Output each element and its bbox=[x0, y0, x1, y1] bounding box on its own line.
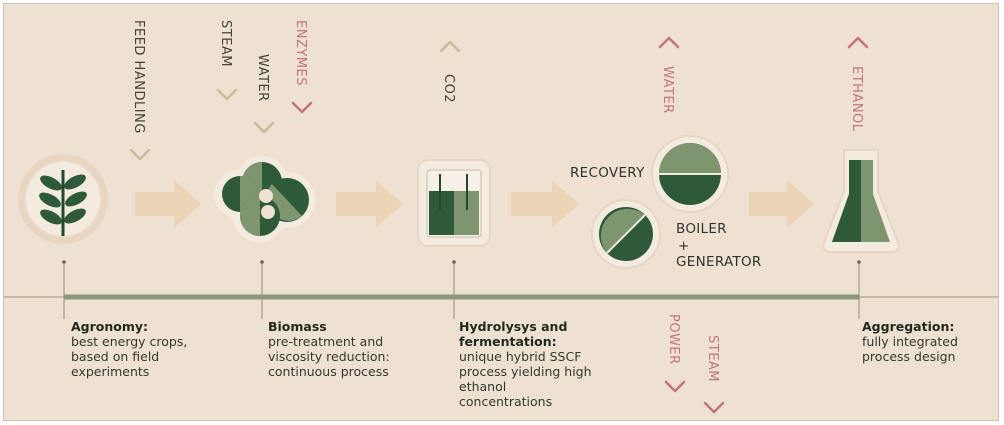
stage-title: Biomass bbox=[268, 319, 327, 334]
recovery-label: RECOVERY bbox=[570, 165, 645, 181]
chevrons bbox=[129, 36, 869, 414]
stage-biomass: Biomass pre-treatment and viscosity redu… bbox=[268, 319, 443, 379]
stage-line: viscosity reduction: bbox=[268, 349, 390, 364]
flow-arrow-4 bbox=[749, 180, 814, 228]
stage-line: unique hybrid SSCF bbox=[459, 349, 582, 364]
plus-label: + bbox=[678, 238, 690, 254]
chevron-up-icon bbox=[439, 40, 461, 53]
fermentation-tank-icon bbox=[417, 159, 491, 247]
chevron-down-icon bbox=[129, 148, 151, 161]
water-label: WATER bbox=[255, 54, 270, 102]
stage-line: best energy crops, bbox=[71, 334, 188, 349]
ethanol-label: ETHANOL bbox=[849, 66, 864, 132]
stage-title: Aggregation: bbox=[862, 319, 955, 334]
stage-line: fully integrated bbox=[862, 334, 958, 349]
process-diagram: FEED HANDLING STEAM WATER ENZYMES CO2 WA… bbox=[3, 3, 999, 421]
flow-arrow-1 bbox=[135, 180, 201, 228]
water-recovery-label: WATER bbox=[660, 66, 675, 114]
power-label: POWER bbox=[666, 314, 681, 365]
stage-title: fermentation: bbox=[459, 334, 557, 349]
co2-label: CO2 bbox=[441, 74, 456, 103]
stage-line: process design bbox=[862, 349, 956, 364]
timeline-connectors bbox=[63, 262, 860, 319]
stage-line: ethanol bbox=[459, 379, 507, 394]
stage-title: Agronomy: bbox=[71, 319, 149, 334]
stage-agronomy: Agronomy: best energy crops, based on fi… bbox=[71, 319, 241, 379]
steam-out-label: STEAM bbox=[705, 335, 720, 382]
chevron-up-icon bbox=[658, 36, 680, 49]
chevron-down-icon bbox=[291, 101, 313, 114]
flow-arrow-3 bbox=[511, 180, 579, 228]
stage-line: pre-treatment and bbox=[268, 334, 384, 349]
stage-hydrolysis: Hydrolysys and fermentation: unique hybr… bbox=[459, 319, 639, 409]
stage-title: Hydrolysys and bbox=[459, 319, 568, 334]
feed-handling-label: FEED HANDLING bbox=[131, 20, 146, 134]
enzymes-label: ENZYMES bbox=[293, 20, 308, 86]
stage-line: concentrations bbox=[459, 394, 553, 409]
boiler-label: BOILER bbox=[676, 221, 727, 237]
chevron-down-icon bbox=[703, 401, 725, 414]
boiler-generator-icon bbox=[591, 199, 661, 269]
stage-line: continuous process bbox=[268, 364, 389, 379]
generator-label: GENERATOR bbox=[676, 254, 762, 270]
stage-line: experiments bbox=[71, 364, 150, 379]
biomass-cells-icon bbox=[214, 156, 315, 242]
chevron-down-icon bbox=[216, 88, 238, 101]
chevron-up-icon bbox=[847, 36, 869, 49]
recovery-icon bbox=[651, 135, 729, 213]
stage-line: based on field bbox=[71, 349, 160, 364]
chevron-down-icon bbox=[664, 380, 686, 393]
chevron-down-icon bbox=[253, 121, 275, 134]
flow-arrows bbox=[135, 180, 814, 228]
stage-line: process yielding high bbox=[459, 364, 592, 379]
plant-icon bbox=[18, 154, 108, 244]
stage-aggregation: Aggregation: fully integrated process de… bbox=[862, 319, 992, 364]
flow-arrow-2 bbox=[336, 180, 403, 228]
timeline-dots bbox=[62, 260, 861, 264]
steam-label: STEAM bbox=[218, 20, 233, 67]
flask-icon bbox=[822, 149, 900, 253]
